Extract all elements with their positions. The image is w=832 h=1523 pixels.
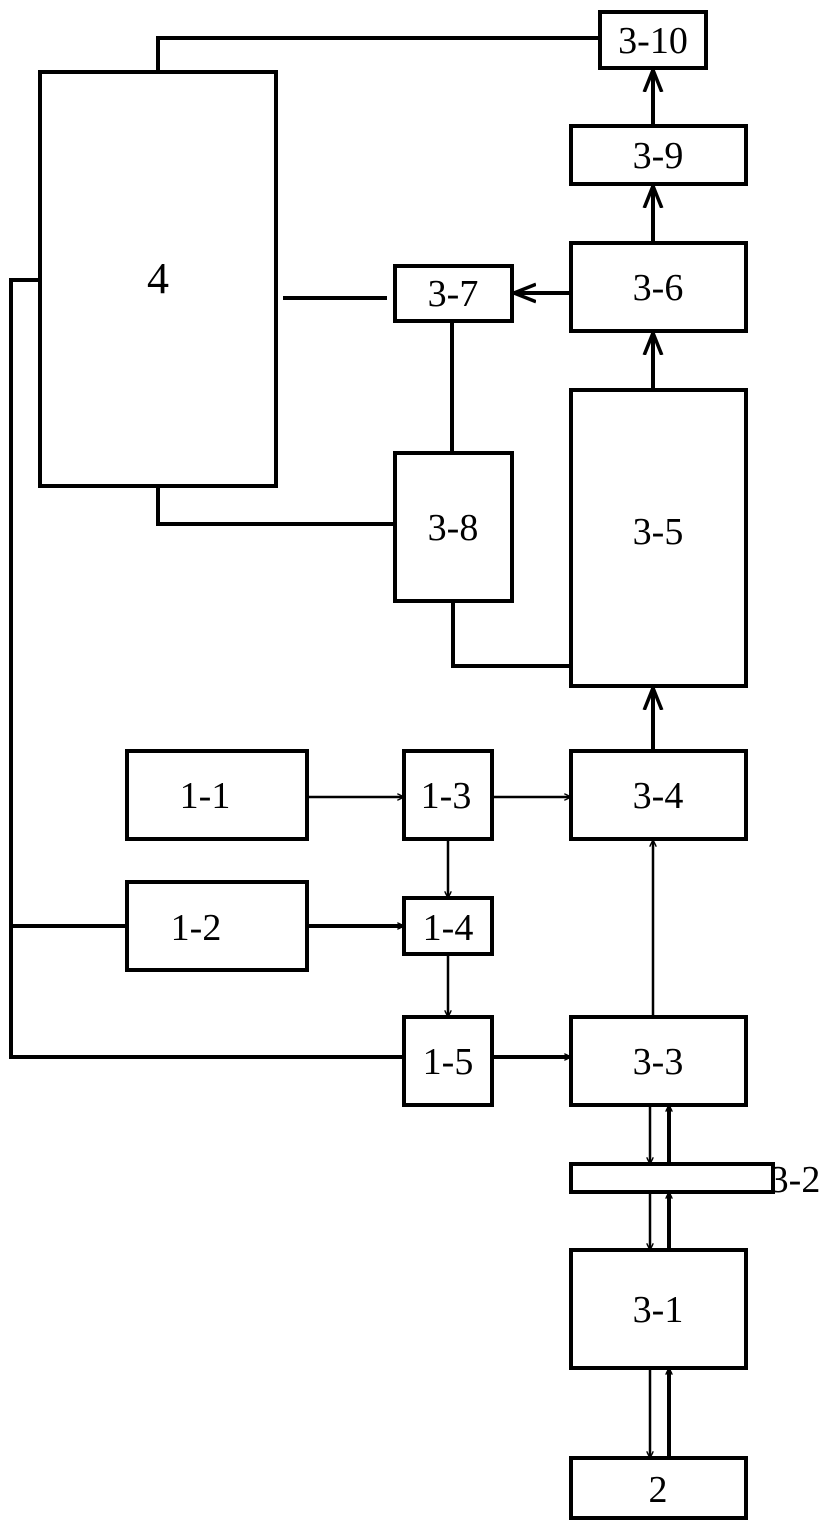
block-3-6-label: 3-6: [633, 267, 684, 309]
block-3-9-label: 3-9: [633, 135, 684, 177]
block-3-4-label: 3-4: [633, 775, 684, 817]
block-2: 2: [569, 1456, 748, 1520]
block-3-1-label: 3-1: [633, 1289, 684, 1331]
block-3-9: 3-9: [569, 124, 748, 186]
block-4: 4: [38, 70, 278, 488]
link-4-to-3-8: [156, 486, 395, 526]
block-3-4: 3-4: [569, 749, 748, 841]
block-3-3-label: 3-3: [633, 1041, 684, 1083]
block-3-3: 3-3: [569, 1015, 748, 1107]
block-3-1: 3-1: [569, 1248, 748, 1370]
block-1-4: 1-4: [402, 896, 494, 956]
block-3-2: 3-2: [569, 1159, 821, 1201]
block-1-3: 1-3: [402, 749, 494, 841]
block-1-5: 1-5: [402, 1015, 494, 1107]
block-1-2: 1-2: [125, 880, 309, 972]
block-3-7: 3-7: [393, 264, 514, 323]
block-3-7-label: 3-7: [428, 273, 479, 315]
block-3-10: 3-10: [598, 10, 708, 70]
block-1-5-label: 1-5: [423, 1041, 474, 1083]
block-2-label: 2: [649, 1469, 668, 1511]
block-1-1-label: 1-1: [180, 775, 231, 817]
block-3-5-label: 3-5: [633, 511, 684, 553]
link-4-to-3-10: [156, 36, 600, 72]
block-1-4-label: 1-4: [423, 907, 474, 949]
link-4-to-1-5-loop: [9, 278, 404, 1059]
block-3-2-label: 3-2: [770, 1159, 821, 1201]
block-3-6: 3-6: [569, 241, 748, 333]
block-1-2-label: 1-2: [171, 907, 222, 949]
link-3-8-to-3-5: [451, 601, 571, 668]
block-4-label: 4: [147, 254, 169, 303]
block-3-8-label: 3-8: [428, 507, 479, 549]
block-3-5: 3-5: [569, 388, 748, 688]
block-3-8: 3-8: [393, 451, 514, 603]
block-1-3-label: 1-3: [421, 775, 472, 817]
block-1-1: 1-1: [125, 749, 309, 841]
block-3-10-label: 3-10: [618, 20, 688, 62]
